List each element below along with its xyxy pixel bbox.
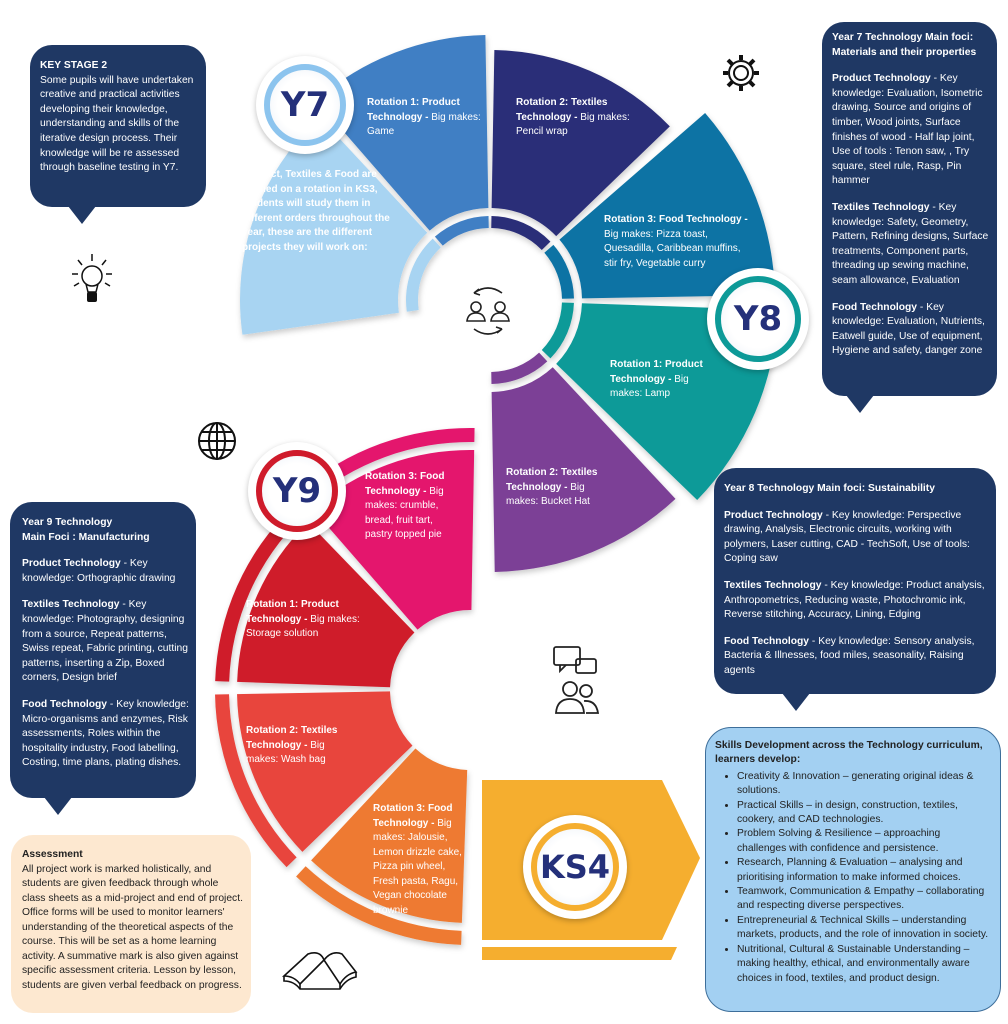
gear-icon [723,55,759,91]
y7-rotation-3-segment-band [544,244,574,299]
intro-segment-band [406,238,441,312]
skill-item: Creativity & Innovation – generating ori… [737,770,992,799]
y7-rotation-1-segment [316,35,489,231]
assessment-box: Assessment All project work is marked ho… [11,835,251,1013]
y7-rotation-1: Rotation 1: Product Technology - Big mak… [367,97,481,137]
year7-foci-tail [846,395,874,413]
year9-food: Food Technology - Key knowledge: Micro-o… [22,698,189,769]
y7-badge: Y7 [256,56,354,154]
y7-rotation-1-segment-band [434,216,489,246]
year8-food: Food Technology - Key knowledge: Sensory… [724,635,975,676]
y7-rotation-2: Rotation 2: Textiles Technology - Big ma… [516,97,630,137]
y8-label: Y8 [733,299,783,339]
year8-product: Product Technology - Key knowledge: Pers… [724,509,970,565]
year8-foci-title: Year 8 Technology Main foci: Sustainabil… [724,483,935,494]
year9-foci-tail [44,797,72,815]
lightbulb-icon [72,254,112,302]
year7-product: Product Technology - Key knowledge: Eval… [832,73,983,187]
key-stage-2-box: KEY STAGE 2 Some pupils will have undert… [30,45,206,207]
people-rotation-icon [466,287,510,335]
globe-icon [198,422,236,460]
year7-food: Food Technology - Key knowledge: Evaluat… [832,301,985,357]
intro-segment-text: Product, Textiles & Food are studied on … [242,169,390,253]
key-stage-2-title: KEY STAGE 2 [40,60,108,71]
y8-rotation-3-segment [312,450,475,630]
intro-segment [240,117,428,335]
y9-rotation-3-segment [311,748,468,923]
y9-badge: Y9 [248,442,346,540]
open-book-icon [281,952,358,990]
key-stage-2-text: Some pupils will have undertaken creativ… [40,74,194,174]
y8-rotation-2-segment [491,367,676,572]
skills-list: Creativity & Innovation – generating ori… [715,770,992,986]
y7-rotation-2-segment-band [491,216,551,250]
ks4-badge: KS4 [523,815,627,919]
ks4-arrow-bar [482,947,677,960]
y7-rotation-3-segment [559,113,775,299]
y9-rotation-2-segment-band [215,694,297,868]
y8-badge: Y8 [707,268,809,370]
skill-item: Research, Planning & Evaluation – analys… [737,856,992,885]
y9-rotation-1: Rotation 1: Product Technology - Big mak… [246,599,360,639]
y7-rotation-2-segment [491,50,670,237]
skills-title: Skills Development across the Technology… [715,740,983,766]
discussion-people-icon [553,646,600,714]
assessment-title: Assessment [22,849,83,860]
key-stage-2-tail [68,206,96,224]
year7-textiles: Textiles Technology - Key knowledge: Saf… [832,201,989,286]
year8-foci-box: Year 8 Technology Main foci: Sustainabil… [714,468,996,694]
y8-rotation-1: Rotation 1: Product Technology - Big mak… [610,359,703,399]
skill-item: Practical Skills – in design, constructi… [737,799,992,828]
y8-rotation-3: Rotation 3: Food Technology - Big makes:… [365,471,445,540]
skill-item: Teamwork, Communication & Empathy – coll… [737,885,992,914]
skill-item: Problem Solving & Resilience – approachi… [737,827,992,856]
y7-label: Y7 [280,85,330,125]
year8-foci-tail [782,693,810,711]
skill-item: Nutritional, Cultural & Sustainable Unde… [737,943,992,986]
y7-rotation-3: Rotation 3: Food Technology - Big makes:… [604,214,748,269]
year8-textiles: Textiles Technology - Key knowledge: Pro… [724,579,985,621]
year9-textiles: Textiles Technology - Key knowledge: Pho… [22,599,188,684]
y9-label: Y9 [272,471,322,511]
assessment-text: All project work is marked holistically,… [22,863,243,991]
y8-rotation-2-segment-band [491,352,548,384]
y9-rotation-1-segment [237,522,415,688]
y9-rotation-2-segment [237,691,413,852]
y8-rotation-2: Rotation 2: Textiles Technology - Big ma… [506,467,598,507]
y9-rotation-3-segment-band [296,866,462,945]
year7-foci-box: Year 7 Technology Main foci: Materials a… [822,22,997,396]
ks4-label: KS4 [539,848,611,886]
skills-box: Skills Development across the Technology… [705,727,1001,1012]
skill-item: Entrepreneurial & Technical Skills – und… [737,914,992,943]
y9-rotation-3: Rotation 3: Food Technology - Big makes:… [373,803,462,916]
y9-rotation-2: Rotation 2: Textiles Technology - Big ma… [246,725,338,765]
y8-rotation-1-segment-band [541,302,574,359]
year9-product: Product Technology - Key knowledge: Orth… [22,558,176,584]
year7-foci-title: Year 7 Technology Main foci: Materials a… [832,32,977,58]
